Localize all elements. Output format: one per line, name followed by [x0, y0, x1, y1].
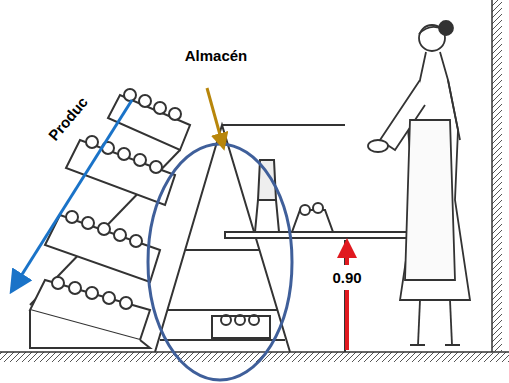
produce-label: Produc	[46, 93, 91, 142]
height-arrow	[345, 248, 349, 350]
storage-label: Almacén	[185, 48, 248, 63]
wall	[492, 0, 502, 362]
height-dimension: 0.90	[328, 265, 365, 290]
produce-arrow	[16, 100, 132, 284]
produce-shelves	[30, 89, 190, 348]
floor	[0, 352, 509, 362]
shopkeeper-figure	[368, 21, 470, 345]
storage-arrow	[207, 88, 222, 142]
storage-highlight-ellipse	[148, 144, 292, 380]
